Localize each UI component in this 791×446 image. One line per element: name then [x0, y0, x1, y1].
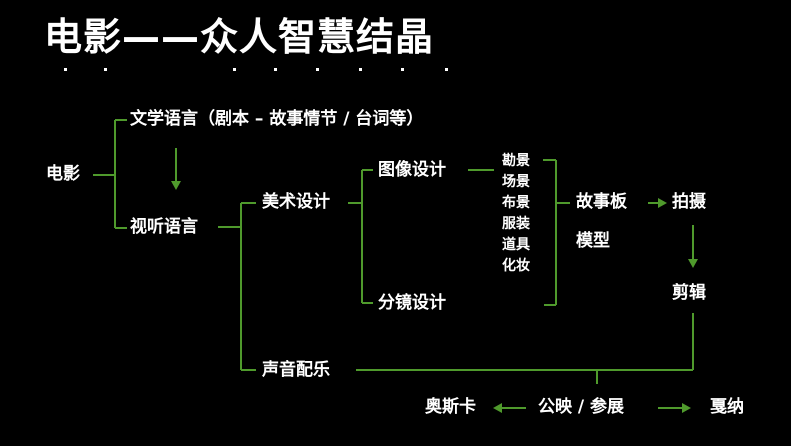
- design-item: 场景: [502, 174, 530, 190]
- node-shooting: 拍摄: [672, 192, 706, 212]
- node-cannes: 戛纳: [710, 397, 744, 417]
- node-oscar: 奥斯卡: [425, 397, 476, 417]
- design-item: 布景: [502, 195, 530, 211]
- decor-dot: [104, 68, 107, 71]
- decor-dot: [64, 68, 67, 71]
- node-editing: 剪辑: [672, 283, 706, 303]
- design-item: 道具: [502, 237, 530, 253]
- node-art-design: 美术设计: [262, 192, 330, 212]
- design-item: 化妆: [502, 258, 530, 274]
- design-item: 服装: [502, 216, 530, 232]
- node-literary-language: 文学语言（剧本 – 故事情节 / 台词等）: [130, 109, 424, 129]
- decor-dot: [316, 68, 319, 71]
- decor-dot: [233, 68, 236, 71]
- design-item: 勘景: [502, 153, 530, 169]
- decor-dot: [401, 68, 404, 71]
- slide-title: 电影——众人智慧结晶: [44, 15, 435, 59]
- node-storyboard-design: 分镜设计: [378, 293, 446, 313]
- decor-dot: [274, 68, 277, 71]
- node-image-design: 图像设计: [378, 160, 446, 180]
- node-model: 模型: [576, 231, 610, 251]
- node-release: 公映 / 参展: [538, 397, 625, 417]
- node-audiovisual-language: 视听语言: [130, 217, 198, 237]
- node-sound-music: 声音配乐: [262, 360, 330, 380]
- node-film: 电影: [46, 164, 80, 184]
- node-story-board: 故事板: [576, 192, 627, 212]
- decor-dot: [359, 68, 362, 71]
- decor-dot: [445, 68, 448, 71]
